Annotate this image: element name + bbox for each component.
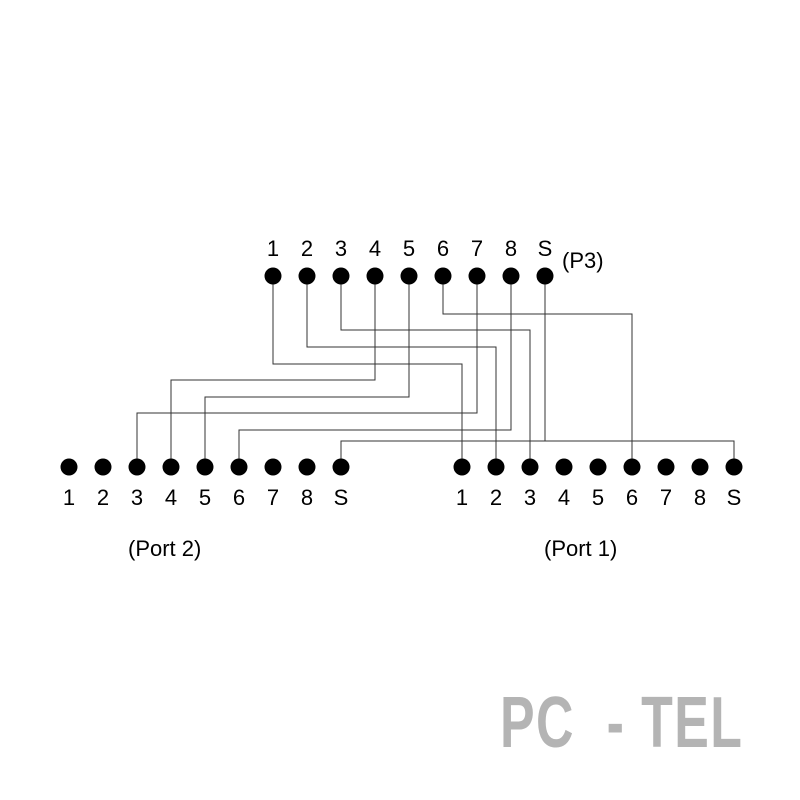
p2-pin-7 — [264, 458, 282, 476]
p2-pin-5 — [196, 458, 214, 476]
p3-pin-label: 8 — [505, 236, 517, 261]
wire-p3-6-to-p1-6 — [442, 276, 633, 467]
port3-label: (P3) — [562, 248, 604, 273]
wire-p3-2-to-p1-2 — [306, 276, 497, 467]
p3-pin-5 — [400, 267, 418, 285]
p3-pin-8 — [502, 267, 520, 285]
p3-pin-label: 5 — [403, 236, 415, 261]
p2-pin-label: 5 — [199, 485, 211, 510]
p1-pin-s — [725, 458, 743, 476]
p2-pin-label: S — [334, 485, 349, 510]
p1-pin-4 — [555, 458, 573, 476]
p1-pin-label: 4 — [558, 485, 570, 510]
wire-p3-1-to-p1-1 — [272, 276, 463, 467]
p1-pin-label: 3 — [524, 485, 536, 510]
wire-p3-4-to-p2-4 — [170, 276, 376, 467]
p1-pin-label: 7 — [660, 485, 672, 510]
p1-pin-1 — [453, 458, 471, 476]
p1-pin-label: 8 — [694, 485, 706, 510]
p2-pin-label: 6 — [233, 485, 245, 510]
p3-pin-s — [536, 267, 554, 285]
p1-pin-3 — [521, 458, 539, 476]
p3-pin-4 — [366, 267, 384, 285]
p3-pin-label: 1 — [267, 236, 279, 261]
p3-pin-label: S — [538, 236, 553, 261]
p3-pin-label: 4 — [369, 236, 381, 261]
p1-pin-6 — [623, 458, 641, 476]
p2-pin-label: 3 — [131, 485, 143, 510]
wire-p3-3-to-p1-3 — [340, 276, 531, 467]
p3-pin-3 — [332, 267, 350, 285]
p2-pin-8 — [298, 458, 316, 476]
p2-pin-label: 1 — [63, 485, 75, 510]
wire-p3-s-to-p1-s — [544, 276, 735, 467]
p1-pin-label: 6 — [626, 485, 638, 510]
p3-pin-2 — [298, 267, 316, 285]
p3-pin-label: 7 — [471, 236, 483, 261]
p2-pin-1 — [60, 458, 78, 476]
p2-pin-4 — [162, 458, 180, 476]
wire-p3-8-to-p2-6 — [238, 276, 512, 467]
p1-pin-label: 2 — [490, 485, 502, 510]
p1-pin-label: 5 — [592, 485, 604, 510]
port1-label: (Port 1) — [544, 536, 617, 561]
pc-tel-logo: PC - TEL — [500, 683, 744, 763]
p2-pin-3 — [128, 458, 146, 476]
p2-pin-label: 2 — [97, 485, 109, 510]
p2-pin-label: 7 — [267, 485, 279, 510]
p2-pin-2 — [94, 458, 112, 476]
p3-pin-6 — [434, 267, 452, 285]
p1-pin-label: S — [727, 485, 742, 510]
p1-pin-label: 1 — [456, 485, 468, 510]
wire-p3-5-to-p2-5 — [204, 276, 410, 467]
p1-pin-5 — [589, 458, 607, 476]
p3-pin-label: 3 — [335, 236, 347, 261]
p2-pin-6 — [230, 458, 248, 476]
p2-pin-s — [332, 458, 350, 476]
p2-pin-label: 8 — [301, 485, 313, 510]
p1-pin-7 — [657, 458, 675, 476]
p3-pin-1 — [264, 267, 282, 285]
p3-pin-label: 2 — [301, 236, 313, 261]
p2-pin-label: 4 — [165, 485, 177, 510]
p3-pin-7 — [468, 267, 486, 285]
p1-pin-8 — [691, 458, 709, 476]
p3-pin-label: 6 — [437, 236, 449, 261]
wire-p3-7-to-p2-3 — [136, 276, 478, 467]
p1-pin-2 — [487, 458, 505, 476]
port2-label: (Port 2) — [128, 536, 201, 561]
